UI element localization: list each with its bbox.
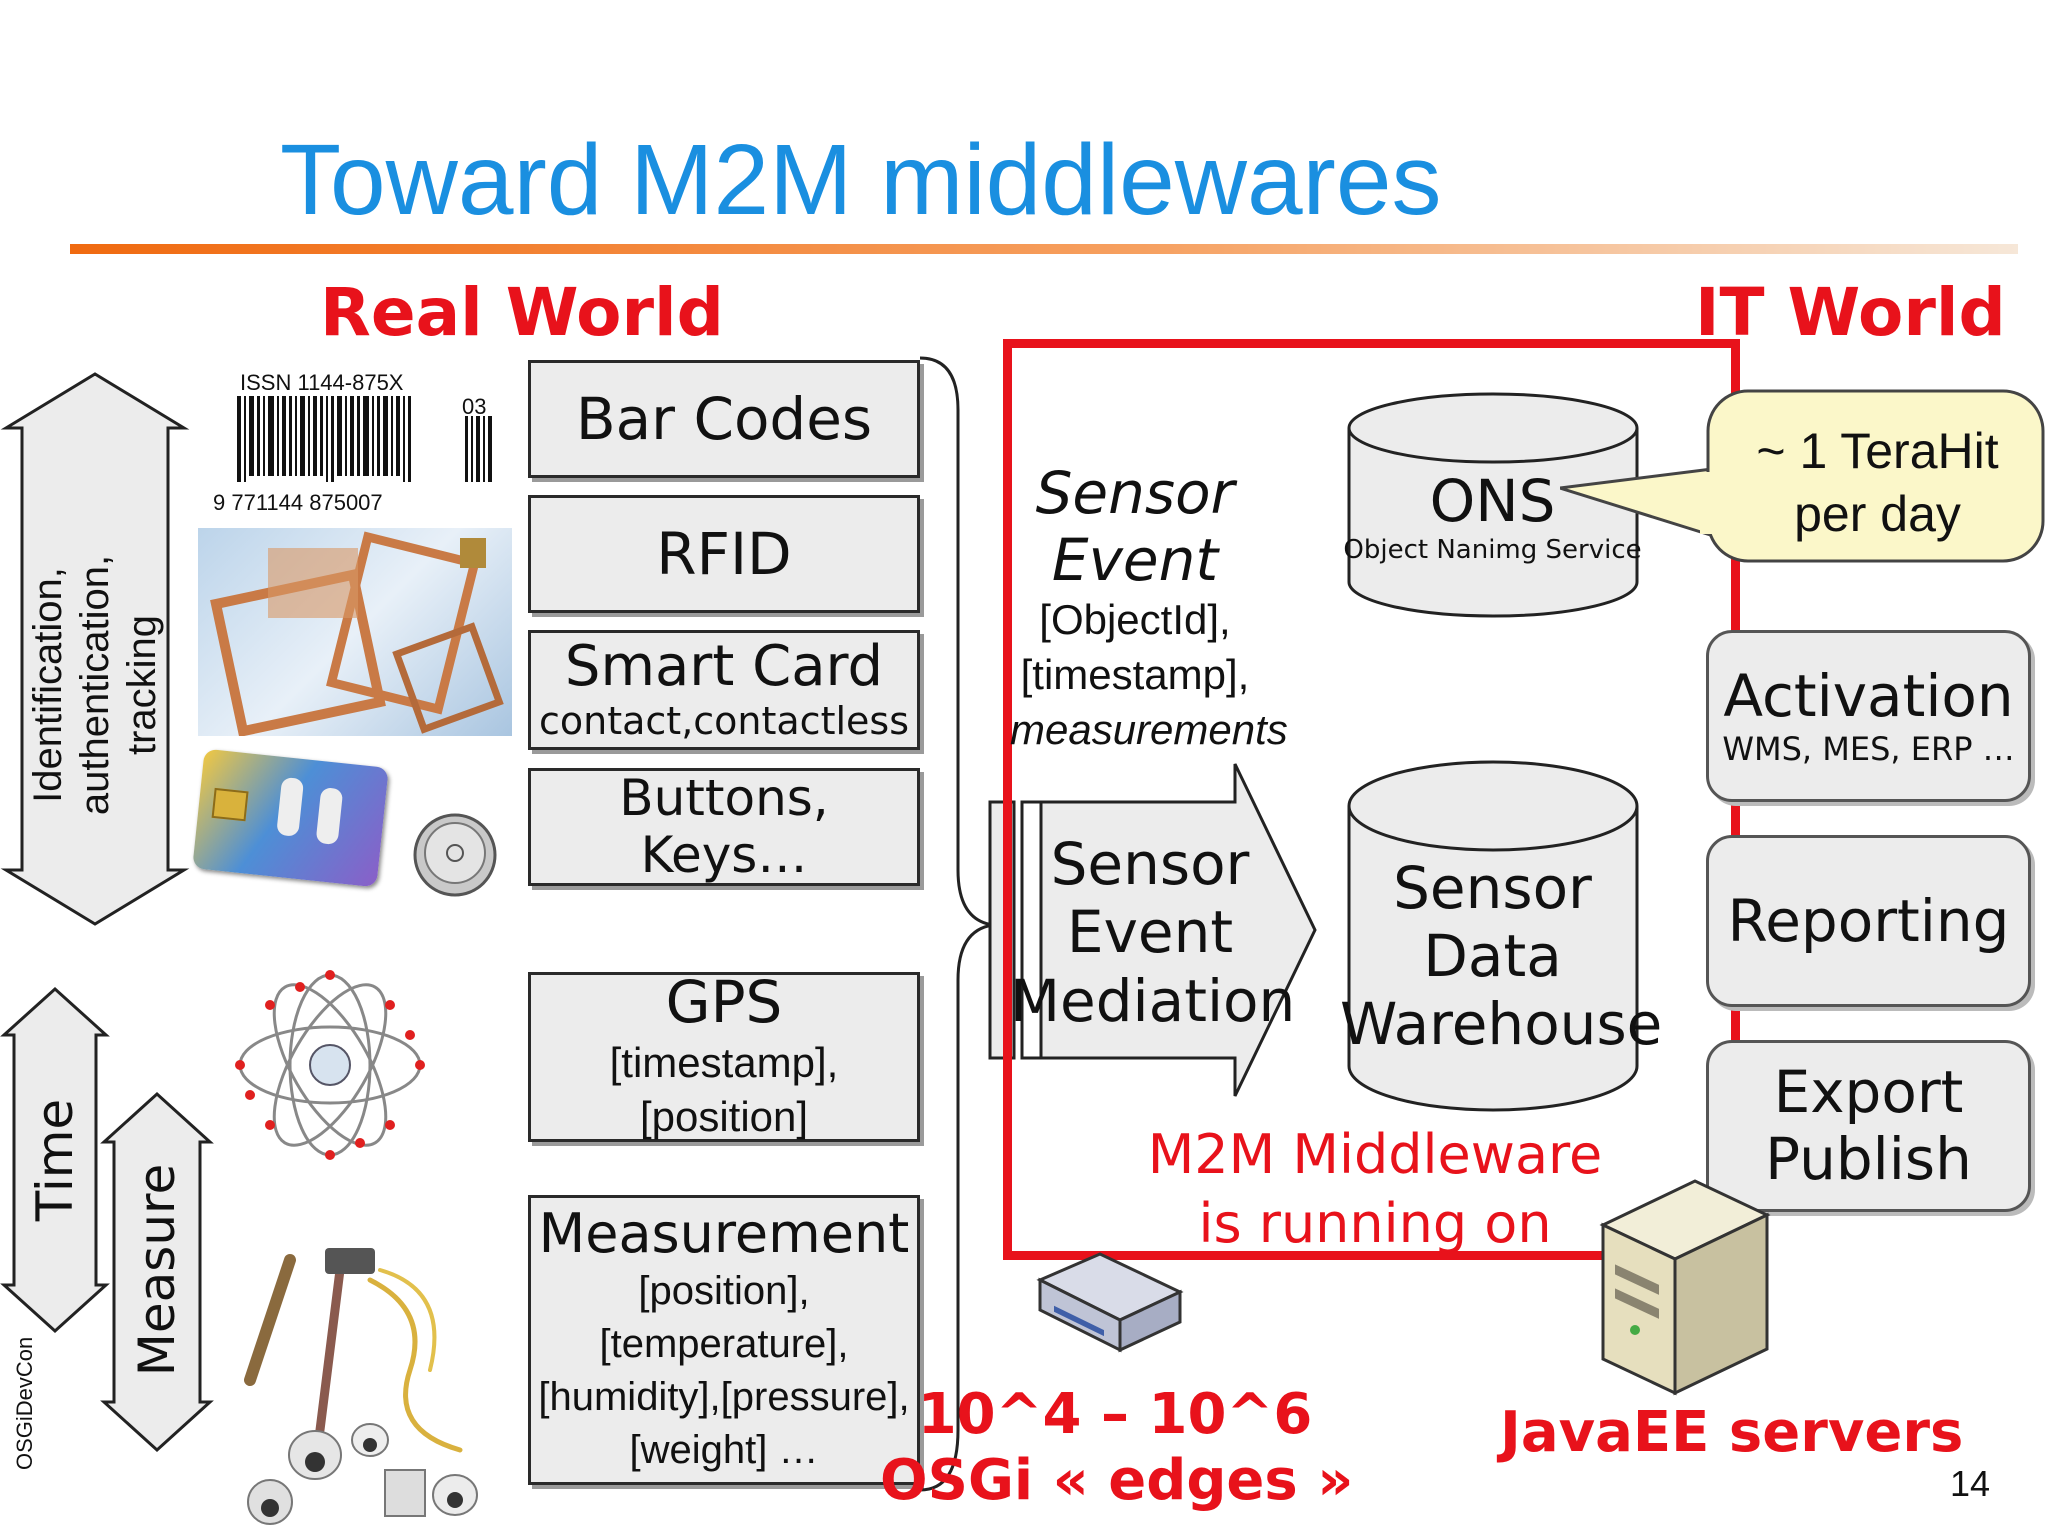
buttons-keys-title: Buttons, Keys…	[619, 768, 829, 884]
terahit-line: per day	[1794, 485, 1961, 542]
reporting-title: Reporting	[1727, 886, 2010, 955]
ibutton-image	[413, 813, 497, 897]
time-label: Time	[26, 1098, 84, 1222]
sensor-event-field: measurements	[1010, 705, 1288, 753]
it-world-label: IT World	[1695, 274, 2006, 351]
time-double-arrow	[0, 986, 110, 1334]
id-auth-double-arrow	[0, 372, 190, 926]
sensor-event-title: Sensor	[1035, 459, 1235, 527]
ons-database-cylinder	[1347, 392, 1639, 618]
mediation-line: Mediation	[1010, 966, 1296, 1035]
smart-card-subtitle: contact,contactless	[538, 699, 910, 744]
title-underline	[70, 244, 2018, 254]
mediation-line: Event	[1066, 898, 1234, 967]
smart-card-title: Smart Card	[564, 634, 884, 699]
bar-codes-title: Bar Codes	[575, 384, 873, 453]
terahit-callout-text: ~ 1 TeraHit per day	[1710, 420, 2045, 545]
mediation-label: Sensor Event Mediation	[1010, 830, 1296, 1035]
middleware-caption: M2M Middleware is running on	[1105, 1120, 1645, 1258]
warehouse-label: Sensor Data Warehouse	[1340, 854, 1663, 1059]
sensor-event-field: [ObjectId],	[1039, 596, 1231, 644]
sensor-event-mediation-arrow	[1039, 763, 1317, 1097]
barcode-image: ISSN 1144-875X 03	[210, 370, 500, 515]
sensor-event-field: [timestamp],	[1020, 650, 1250, 698]
middleware-caption-line: M2M Middleware	[1147, 1123, 1603, 1186]
rfid-title: RFID	[656, 519, 792, 588]
slide-title: Toward M2M middlewares	[280, 124, 1442, 236]
export-publish-box: Export Publish	[1706, 1040, 2031, 1212]
id-auth-line: authentication,	[73, 554, 118, 816]
barcode-bars	[237, 396, 492, 482]
id-auth-line: tracking	[120, 614, 165, 756]
rfid-box: RFID	[528, 495, 920, 613]
page-number: 14	[1950, 1463, 1991, 1504]
warehouse-line: Warehouse	[1340, 989, 1663, 1058]
gps-box: GPS [timestamp],[position]	[528, 968, 920, 1142]
reporting-box: Reporting	[1706, 835, 2031, 1007]
osgi-edge-device-image	[1036, 1252, 1184, 1353]
edges-count: 10^4 – 10^6	[917, 1382, 1313, 1447]
gps-title: GPS	[665, 968, 783, 1037]
footer-label: OSGiDevCon	[12, 1336, 37, 1470]
ons-subtitle: Object Nanimg Service	[1343, 534, 1642, 565]
terahit-line: ~ 1 TeraHit	[1756, 423, 1999, 479]
edges-label: OSGi « edges »	[880, 1448, 1354, 1514]
smart-card-box: Smart Card contact,contactless	[528, 630, 920, 750]
smart-card-image	[192, 748, 389, 888]
edges-caption: 10^4 – 10^6 OSGi « edges »	[880, 1382, 1354, 1514]
measurement-line: [humidity],[pressure],	[538, 1375, 910, 1420]
middleware-caption-line: is running on	[1198, 1192, 1552, 1256]
warehouse-line: Sensor	[1393, 854, 1592, 922]
real-world-label: Real World	[320, 274, 724, 351]
barcode-issn: ISSN 1144-875X	[240, 370, 404, 395]
activation-box: Activation WMS, MES, ERP …	[1706, 630, 2031, 802]
sensor-data-warehouse-cylinder	[1347, 760, 1639, 1112]
publish-title: Publish	[1765, 1125, 1972, 1193]
sensor-event-title: Event	[1051, 525, 1219, 594]
measurement-title: Measurement	[538, 1202, 910, 1266]
activation-subtitle: WMS, MES, ERP …	[1722, 730, 2015, 769]
measurement-box: Measurement [position], [temperature], […	[528, 1195, 920, 1485]
bar-codes-box: Bar Codes	[528, 360, 920, 478]
measure-double-arrow	[100, 1091, 214, 1453]
measurement-line: [weight] …	[629, 1427, 819, 1472]
sensors-and-cameras-image	[244, 1248, 478, 1525]
barcode-number: 9 771144 875007	[213, 490, 383, 515]
measurement-line: [position],	[638, 1269, 810, 1314]
sensor-event-block: Sensor Event [ObjectId], [timestamp], me…	[1010, 459, 1288, 757]
export-title: Export	[1773, 1058, 1964, 1127]
terahit-callout-bubble	[1560, 389, 2045, 563]
buttons-keys-box: Buttons, Keys…	[528, 768, 920, 886]
barcode-suffix: 03	[462, 394, 487, 419]
ons-label: ONS Object Nanimg Service	[1340, 467, 1645, 568]
activation-title: Activation	[1723, 662, 2014, 731]
id-auth-line: Identification,	[26, 567, 70, 803]
mediation-line: Sensor	[1050, 830, 1250, 898]
javaee-server-image	[1599, 1179, 1771, 1396]
gps-subtitle: [timestamp],[position]	[609, 1038, 839, 1141]
id-auth-label: Identification, authentication, tracking	[25, 485, 175, 885]
measurement-line: [temperature],	[599, 1322, 849, 1367]
measure-label: Measure	[128, 1163, 186, 1377]
warehouse-line: Data	[1423, 921, 1562, 990]
rfid-tags-image	[198, 528, 512, 738]
javaee-servers-caption: JavaEE servers	[1500, 1400, 1964, 1465]
ons-title: ONS	[1429, 467, 1556, 535]
gps-satellite-globe-image	[235, 970, 425, 1160]
